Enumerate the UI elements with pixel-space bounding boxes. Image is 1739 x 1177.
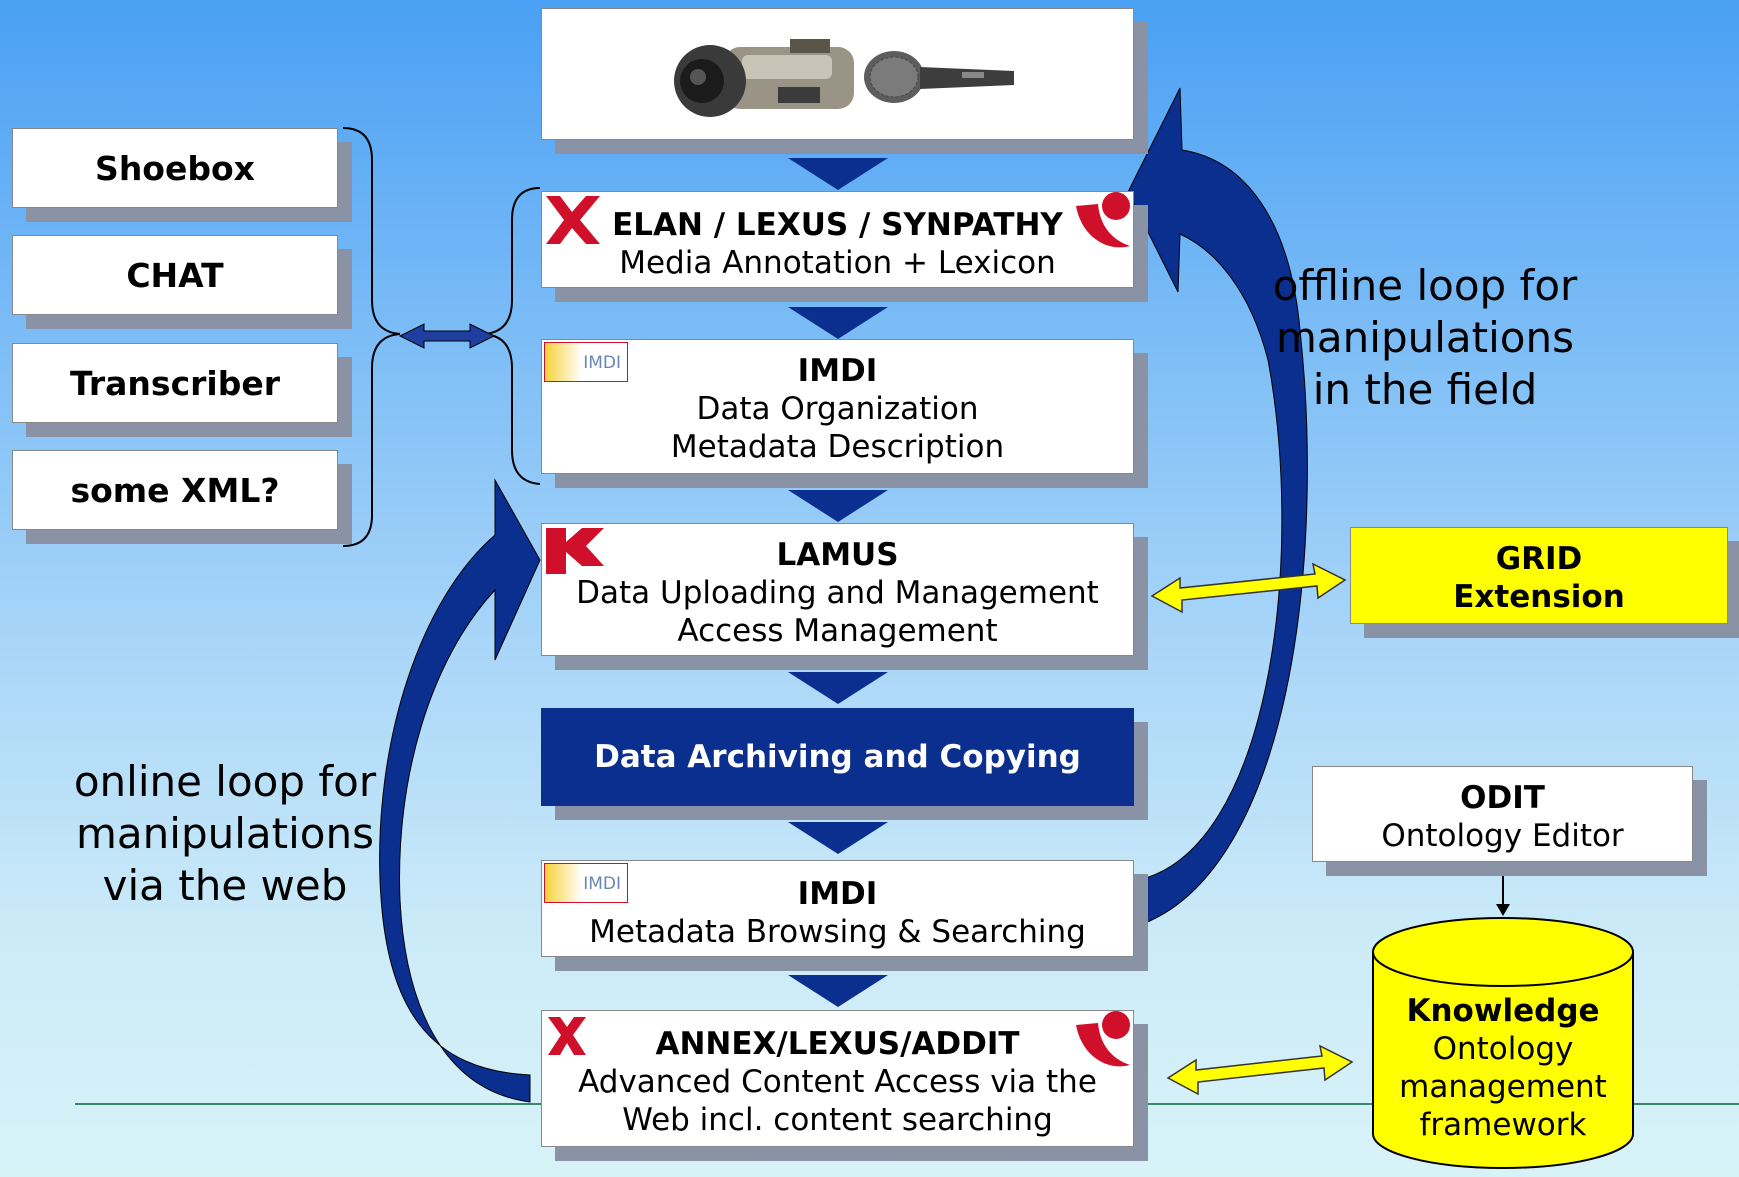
online-loop-label: online loop for manipulations via the we… (60, 756, 390, 912)
chevron-down-icon (788, 307, 888, 339)
tool-label: CHAT (126, 255, 224, 295)
elan-title: ELAN / LEXUS / SYNPATHY (612, 207, 1063, 243)
lamus-title: LAMUS (776, 537, 899, 573)
online-loop-line2: manipulations (76, 809, 374, 858)
imdi-organization-box: IMDI Data Organization Metadata Descript… (541, 339, 1134, 474)
arrow-down-icon (1496, 904, 1510, 916)
online-loop-line1: online loop for (73, 757, 377, 806)
knowledge-cylinder (1372, 917, 1634, 1169)
mpi-x-logo-icon (546, 196, 600, 244)
grid-line1: GRID (1495, 541, 1583, 577)
tool-label: some XML? (70, 470, 280, 510)
imdi-browsing-box: IMDI Metadata Browsing & Searching IMDI (541, 860, 1134, 957)
grid-extension-box: GRID Extension (1350, 527, 1728, 624)
elan-subtitle: Media Annotation + Lexicon (619, 245, 1056, 281)
knowledge-title: Knowledge (1406, 993, 1600, 1029)
annex-title: ANNEX/LEXUS/ADDIT (655, 1026, 1020, 1062)
knowledge-double-arrow (1166, 1044, 1354, 1096)
lamus-box: LAMUS Data Uploading and Management Acce… (541, 523, 1134, 656)
tool-box-transcriber: Transcriber (12, 343, 338, 423)
archiving-title: Data Archiving and Copying (594, 739, 1081, 775)
offline-loop-line3: in the field (1312, 365, 1538, 414)
imdi-logo-icon: IMDI (544, 342, 628, 382)
knowledge-line1: Ontology (1432, 1031, 1574, 1067)
imdi-org-line1: Data Organization (696, 391, 979, 427)
mpi-crescent-logo-icon (1076, 192, 1130, 248)
sync-double-arrow (398, 323, 496, 349)
chevron-down-icon (788, 822, 888, 854)
chevron-down-icon (788, 490, 888, 522)
imdi-logo-icon: IMDI (544, 863, 628, 903)
tool-label: Shoebox (95, 148, 255, 188)
chevron-down-icon (788, 975, 888, 1007)
tool-box-some-xml: some XML? (12, 450, 338, 530)
left-brace (342, 127, 401, 547)
microphone-icon (864, 51, 1014, 103)
annex-line1: Advanced Content Access via the (578, 1064, 1097, 1100)
chevron-down-icon (788, 672, 888, 704)
odit-title: ODIT (1460, 780, 1545, 816)
lamus-logo-icon (546, 528, 604, 574)
data-archiving-box: Data Archiving and Copying (541, 708, 1134, 806)
imdi-org-title: IMDI (797, 353, 878, 389)
tool-label: Transcriber (70, 363, 280, 403)
knowledge-label: Knowledge Ontology management framework (1373, 992, 1633, 1144)
video-camera-icon (674, 39, 854, 117)
lamus-line1: Data Uploading and Management (576, 575, 1099, 611)
knowledge-line3: framework (1419, 1107, 1587, 1143)
mpi-crescent-logo-icon (1076, 1011, 1130, 1067)
flow-chevrons (788, 158, 888, 1007)
grid-line2: Extension (1453, 579, 1625, 615)
online-loop-line3: via the web (102, 861, 348, 910)
tool-box-shoebox: Shoebox (12, 128, 338, 208)
offline-loop-label: offline loop for manipulations in the fi… (1255, 260, 1595, 416)
annex-line2: Web incl. content searching (622, 1102, 1053, 1138)
annex-box: ANNEX/LEXUS/ADDIT Advanced Content Acces… (541, 1010, 1134, 1147)
imdi-browse-title: IMDI (797, 876, 878, 912)
offline-loop-line2: manipulations (1276, 313, 1574, 362)
imdi-logo-text: IMDI (583, 874, 621, 894)
imdi-browse-line1: Metadata Browsing & Searching (589, 914, 1086, 950)
elan-box: ELAN / LEXUS / SYNPATHY Media Annotation… (541, 191, 1134, 288)
grid-double-arrow (1150, 562, 1347, 614)
odit-box: ODIT Ontology Editor (1312, 766, 1693, 862)
lamus-line2: Access Management (677, 613, 998, 649)
mpi-x-logo-icon (548, 1017, 586, 1055)
offline-loop-arrow (1127, 87, 1308, 926)
offline-loop-line1: offline loop for (1272, 261, 1578, 310)
tool-box-chat: CHAT (12, 235, 338, 315)
chevron-down-icon (788, 158, 888, 190)
online-loop-arrow (379, 478, 541, 1103)
imdi-logo-text: IMDI (583, 353, 621, 373)
knowledge-line2: management (1399, 1069, 1607, 1105)
odit-subtitle: Ontology Editor (1381, 818, 1624, 854)
imdi-org-line2: Metadata Description (670, 429, 1005, 465)
media-capture-box (541, 8, 1134, 140)
